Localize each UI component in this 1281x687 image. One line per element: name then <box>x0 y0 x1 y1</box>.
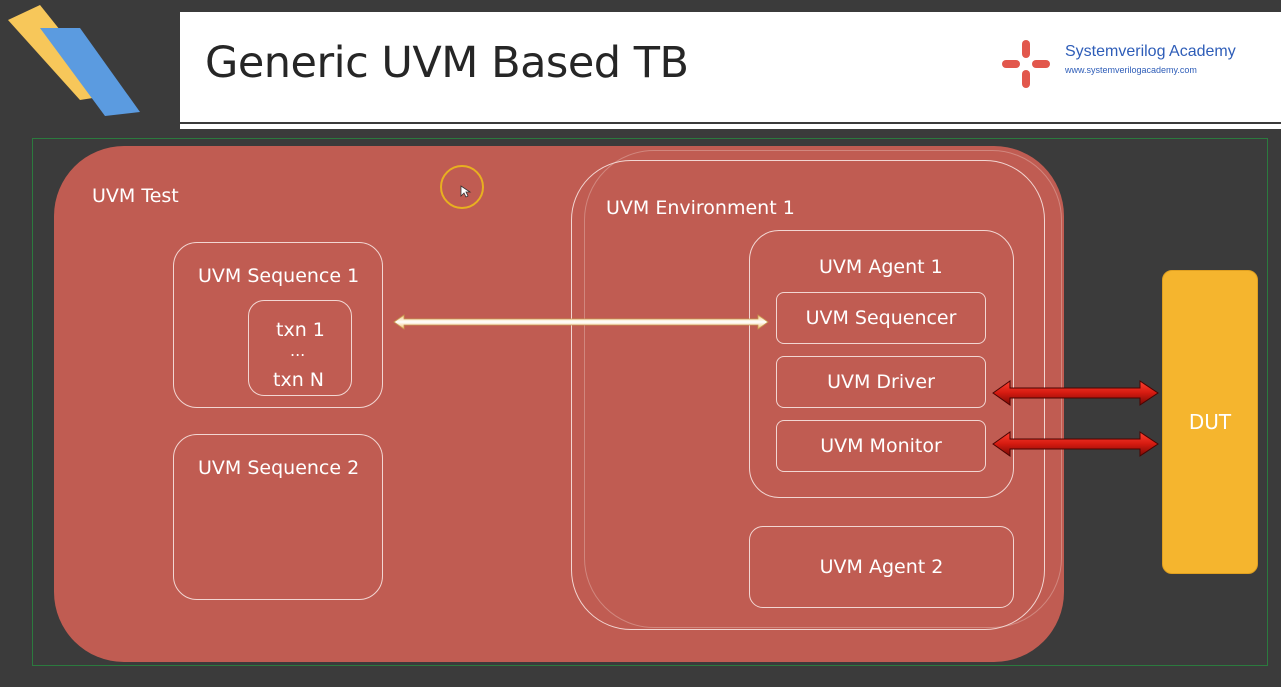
uvm-test-container <box>54 146 1064 662</box>
uvm-agent-2-label: UVM Agent 2 <box>819 556 944 578</box>
txn-first-label: txn 1 <box>276 319 325 341</box>
sequence-to-sequencer-arrow <box>393 314 769 330</box>
header-divider <box>180 124 1281 129</box>
uvm-monitor-label: UVM Monitor <box>820 435 942 457</box>
uvm-agent-1-label: UVM Agent 1 <box>819 256 943 278</box>
brand-name: Systemverilog Academy <box>1065 43 1236 60</box>
uvm-sequence-2 <box>173 434 383 600</box>
uvm-driver-label: UVM Driver <box>827 371 935 393</box>
uvm-environment-1-label: UVM Environment 1 <box>606 197 795 219</box>
mouse-pointer-icon <box>460 185 472 198</box>
txn-last-label: txn N <box>273 369 324 391</box>
uvm-sequencer-label: UVM Sequencer <box>805 307 957 329</box>
uvm-sequence-2-label: UVM Sequence 2 <box>198 457 360 479</box>
cursor-highlight <box>440 165 484 209</box>
uvm-sequence-1-label: UVM Sequence 1 <box>198 265 360 287</box>
txn-box <box>248 300 352 396</box>
corner-logo <box>8 5 140 116</box>
brand-logo-icon <box>1002 40 1050 88</box>
txn-ellipsis: ... <box>290 341 306 360</box>
uvm-agent-2: UVM Agent 2 <box>749 526 1014 608</box>
brand-url: www.systemverilogacademy.com <box>1065 65 1197 75</box>
dut-label: DUT <box>1188 410 1232 434</box>
uvm-sequencer-box: UVM Sequencer <box>776 292 986 344</box>
diagram-frame <box>32 138 1268 666</box>
dut-box: DUT <box>1162 270 1258 574</box>
uvm-driver-box: UVM Driver <box>776 356 986 408</box>
slide-title: Generic UVM Based TB <box>205 38 689 88</box>
header-bar <box>180 12 1281 122</box>
uvm-agent-1 <box>749 230 1014 498</box>
uvm-sequence-1 <box>173 242 383 408</box>
uvm-monitor-box: UVM Monitor <box>776 420 986 472</box>
driver-dut-arrow <box>992 380 1159 406</box>
uvm-test-label: UVM Test <box>92 185 179 207</box>
monitor-dut-arrow <box>992 431 1159 457</box>
